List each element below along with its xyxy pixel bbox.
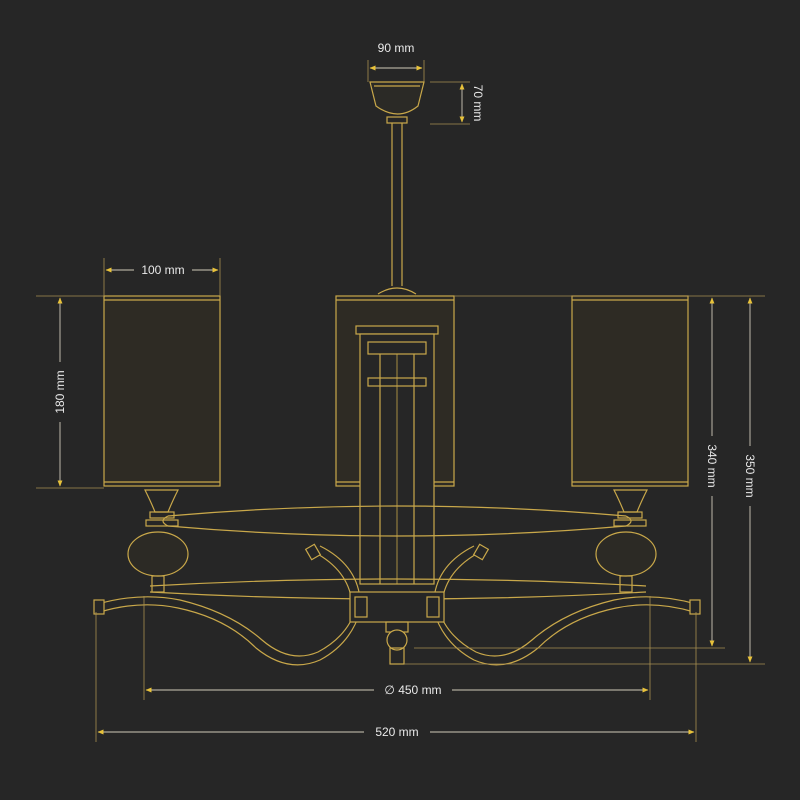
right-shade xyxy=(571,295,689,527)
canopy xyxy=(369,81,425,124)
extension-lines xyxy=(36,60,765,742)
label-shade-width: 100 mm xyxy=(141,263,184,277)
left-shade xyxy=(103,295,221,527)
label-total-width: 520 mm xyxy=(375,725,418,739)
label-shade-height: 180 mm xyxy=(53,370,67,413)
label-ring-diameter: ∅ 450 mm xyxy=(384,683,441,697)
hub xyxy=(349,591,445,665)
label-canopy-height: 70 mm xyxy=(471,85,485,122)
label-canopy-width: 90 mm xyxy=(378,41,415,55)
right-knob xyxy=(595,531,657,593)
chandelier xyxy=(93,81,701,666)
upper-ring xyxy=(162,505,632,537)
label-body-height: 340 mm xyxy=(705,444,719,487)
arms xyxy=(93,543,701,666)
label-total-height: 350 mm xyxy=(743,454,757,497)
left-knob xyxy=(127,531,189,593)
center-column xyxy=(355,325,439,585)
dimension-labels: 90 mm 70 mm 100 mm 180 mm 340 mm 350 mm … xyxy=(52,40,758,740)
